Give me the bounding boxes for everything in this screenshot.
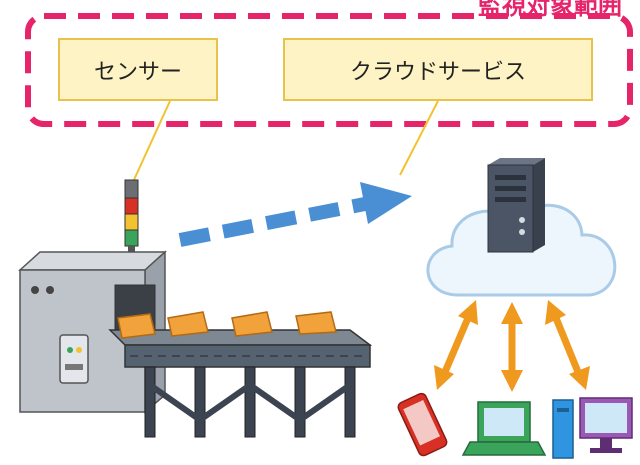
upload-arrow bbox=[178, 182, 412, 247]
signal-tower-icon bbox=[124, 179, 139, 256]
sensor-label: センサー bbox=[58, 38, 218, 101]
cloud-connector-line bbox=[399, 100, 439, 176]
server-icon bbox=[487, 158, 545, 253]
desktop-computer-icon bbox=[552, 397, 633, 459]
conveyor-machine-icon bbox=[18, 250, 373, 438]
sensor-connector-line bbox=[132, 100, 171, 183]
cloud-service-label: クラウドサービス bbox=[283, 38, 593, 101]
sync-arrows bbox=[434, 300, 590, 392]
monitoring-scope-frame bbox=[25, 13, 633, 127]
monitoring-scope-banner: 監視対象範囲 bbox=[478, 0, 622, 20]
smartphone-icon bbox=[397, 392, 448, 457]
laptop-icon bbox=[461, 401, 547, 456]
